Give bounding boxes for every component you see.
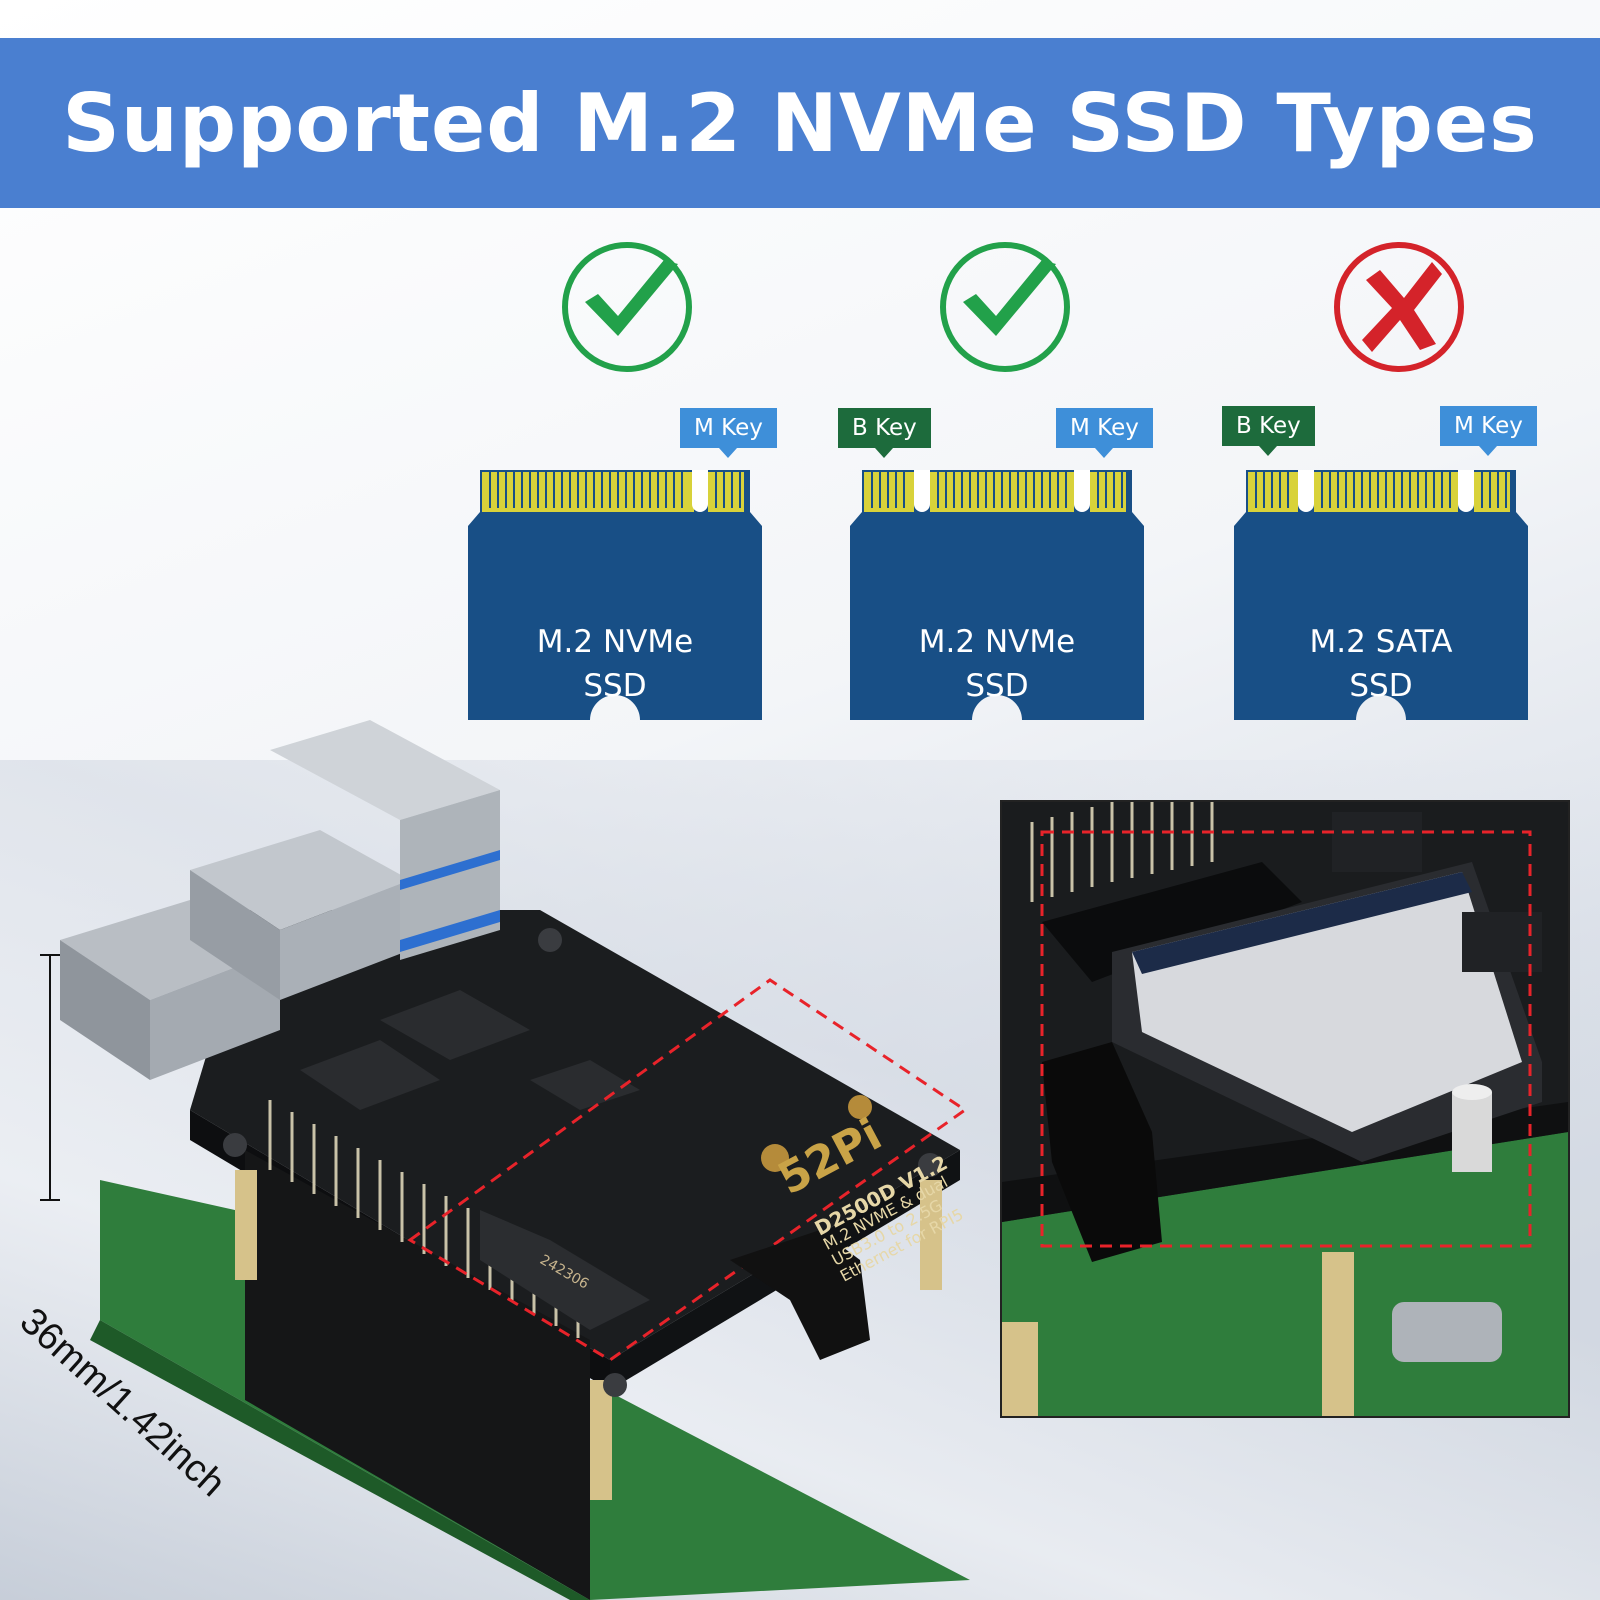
ssd-label: M.2 NVMe SSD bbox=[536, 624, 694, 704]
ssd-card-nvme-bm-key: M.2 NVMe SSD bbox=[850, 470, 1144, 788]
page-title: Supported M.2 NVMe SSD Types bbox=[62, 76, 1538, 170]
zoom-inset bbox=[1000, 800, 1570, 1418]
ssd-card-nvme-m-key: M.2 NVMe SSD bbox=[468, 470, 762, 788]
check-icon bbox=[562, 242, 692, 372]
m-key-label: M Key bbox=[1440, 406, 1537, 456]
ssd-card-graphic bbox=[1234, 470, 1528, 720]
ssd-card-sata-bm-key: M.2 SATA SSD bbox=[1234, 470, 1528, 788]
title-banner: Supported M.2 NVMe SSD Types bbox=[0, 38, 1600, 208]
usb-port bbox=[270, 720, 500, 960]
cross-icon bbox=[1334, 242, 1464, 372]
ssd-label: M.2 NVMe SSD bbox=[918, 624, 1076, 704]
check-icon bbox=[940, 242, 1070, 372]
b-key-label: B Key bbox=[1222, 406, 1315, 456]
ssd-label: M.2 SATA SSD bbox=[1309, 624, 1453, 704]
product-board-illustration bbox=[40, 720, 970, 1600]
m-key-label: M Key bbox=[680, 408, 777, 458]
ssd-card-graphic bbox=[850, 470, 1144, 720]
b-key-label: B Key bbox=[838, 408, 931, 458]
m-key-label: M Key bbox=[1056, 408, 1153, 458]
ssd-card-graphic bbox=[468, 470, 762, 720]
ethernet-port bbox=[190, 830, 410, 1000]
inset-illustration bbox=[1002, 802, 1568, 1416]
